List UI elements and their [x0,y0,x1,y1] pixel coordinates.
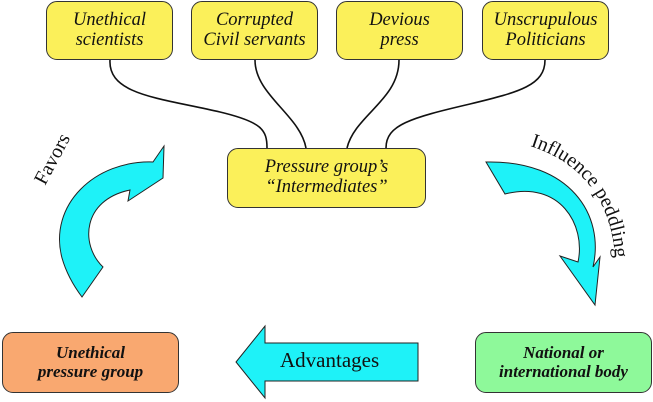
advantages-label: Advantages [280,348,380,372]
box-text-line: press [380,29,419,50]
box-text-line: “Intermediates” [265,177,388,197]
box-text-line: Devious [369,9,430,30]
box-text-line: pressure group [37,361,144,381]
box-text-line: Pressure group’s [264,157,389,178]
advantages-arrow [235,324,419,400]
box-text-line: international body [499,361,628,381]
intermediates-box: Pressure group’s “Intermediates” [227,148,426,208]
influence-label-path: Influence peddling [528,130,632,259]
intermediary-scientists: Unethical scientists [46,1,173,60]
box-text-line: Unethical [56,343,125,363]
box-text-line: Unscrupulous [493,9,598,30]
box-text-line: Unethical [73,9,146,30]
box-text-line: Politicians [505,29,586,50]
intermediary-civil-servants: Corrupted Civil servants [191,1,318,60]
box-text-line: Corrupted [215,9,294,30]
connector-press [346,59,400,149]
pressure-group-box: Unethical pressure group [2,332,179,393]
box-text-line: scientists [75,29,144,50]
favors-arrow-shape [59,144,165,298]
intermediary-press: Devious press [336,1,463,60]
box-text-line: Civil servants [203,29,306,50]
intermediary-politicians: Unscrupulous Politicians [482,1,609,60]
national-body-box: National or international body [475,332,652,393]
connector-scientists [109,59,268,149]
connector-politicians [385,59,546,149]
influence-label: Influence peddling [528,130,632,259]
influence-arrow [485,161,601,307]
box-text-line: National or [523,343,604,363]
connector-civil-servants [254,59,307,149]
